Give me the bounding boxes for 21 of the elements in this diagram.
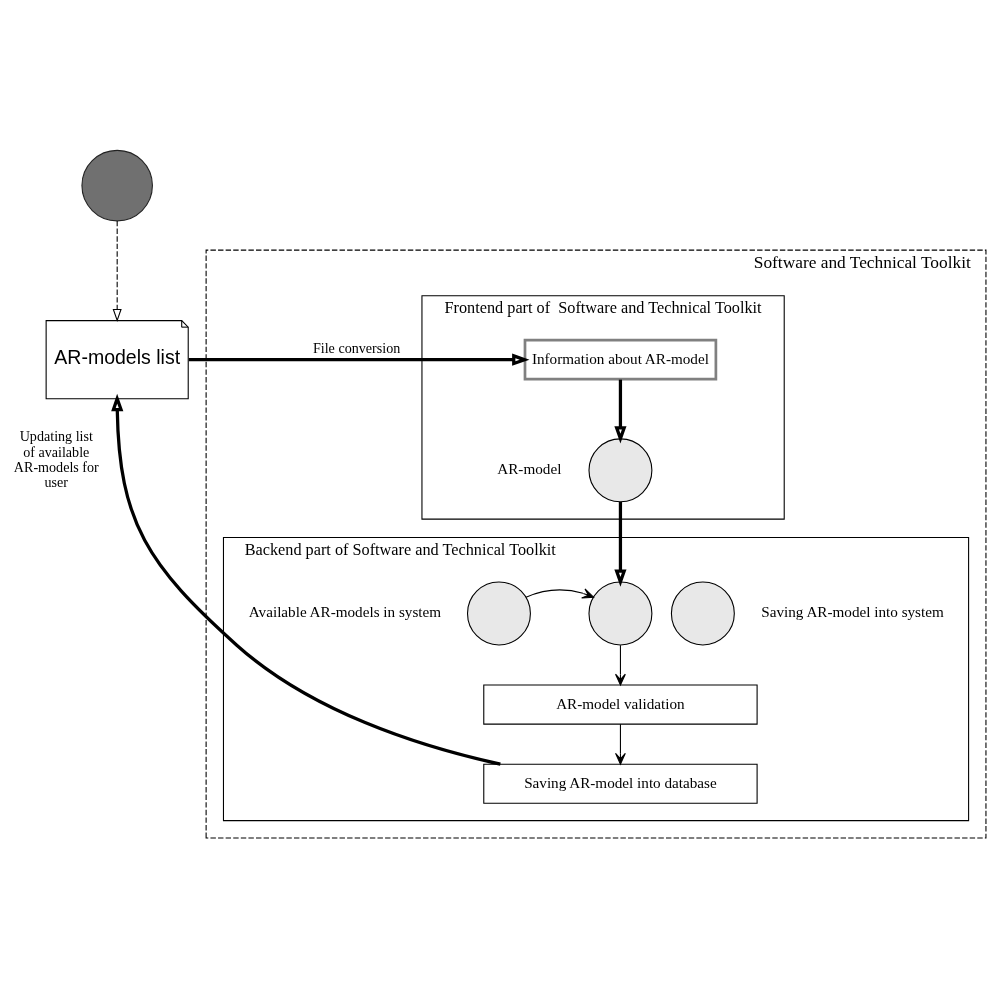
node-circle — [588, 438, 653, 503]
node-box: Information about AR-model — [523, 338, 718, 381]
node-box: AR-model validation — [483, 684, 758, 725]
node-circle — [588, 581, 653, 646]
edge-label: Updating list of available AR-models for user — [13, 428, 99, 490]
arrow — [615, 723, 626, 765]
arrow — [615, 644, 626, 686]
arrow — [525, 588, 595, 599]
arrow — [614, 502, 627, 587]
node-circle — [670, 581, 735, 646]
arrow — [188, 353, 530, 366]
arrow — [111, 393, 501, 766]
edge-label: File conversion — [312, 339, 401, 356]
node-label: Available AR-models in system — [248, 603, 442, 621]
node-box: Saving AR-model into database — [483, 763, 758, 804]
arrow — [112, 220, 122, 322]
arrow — [614, 379, 627, 444]
node-circle — [81, 149, 153, 222]
node-label: Saving AR-model into system — [761, 603, 944, 621]
node-circle — [466, 581, 531, 646]
node-label: AR-model — [497, 460, 562, 478]
